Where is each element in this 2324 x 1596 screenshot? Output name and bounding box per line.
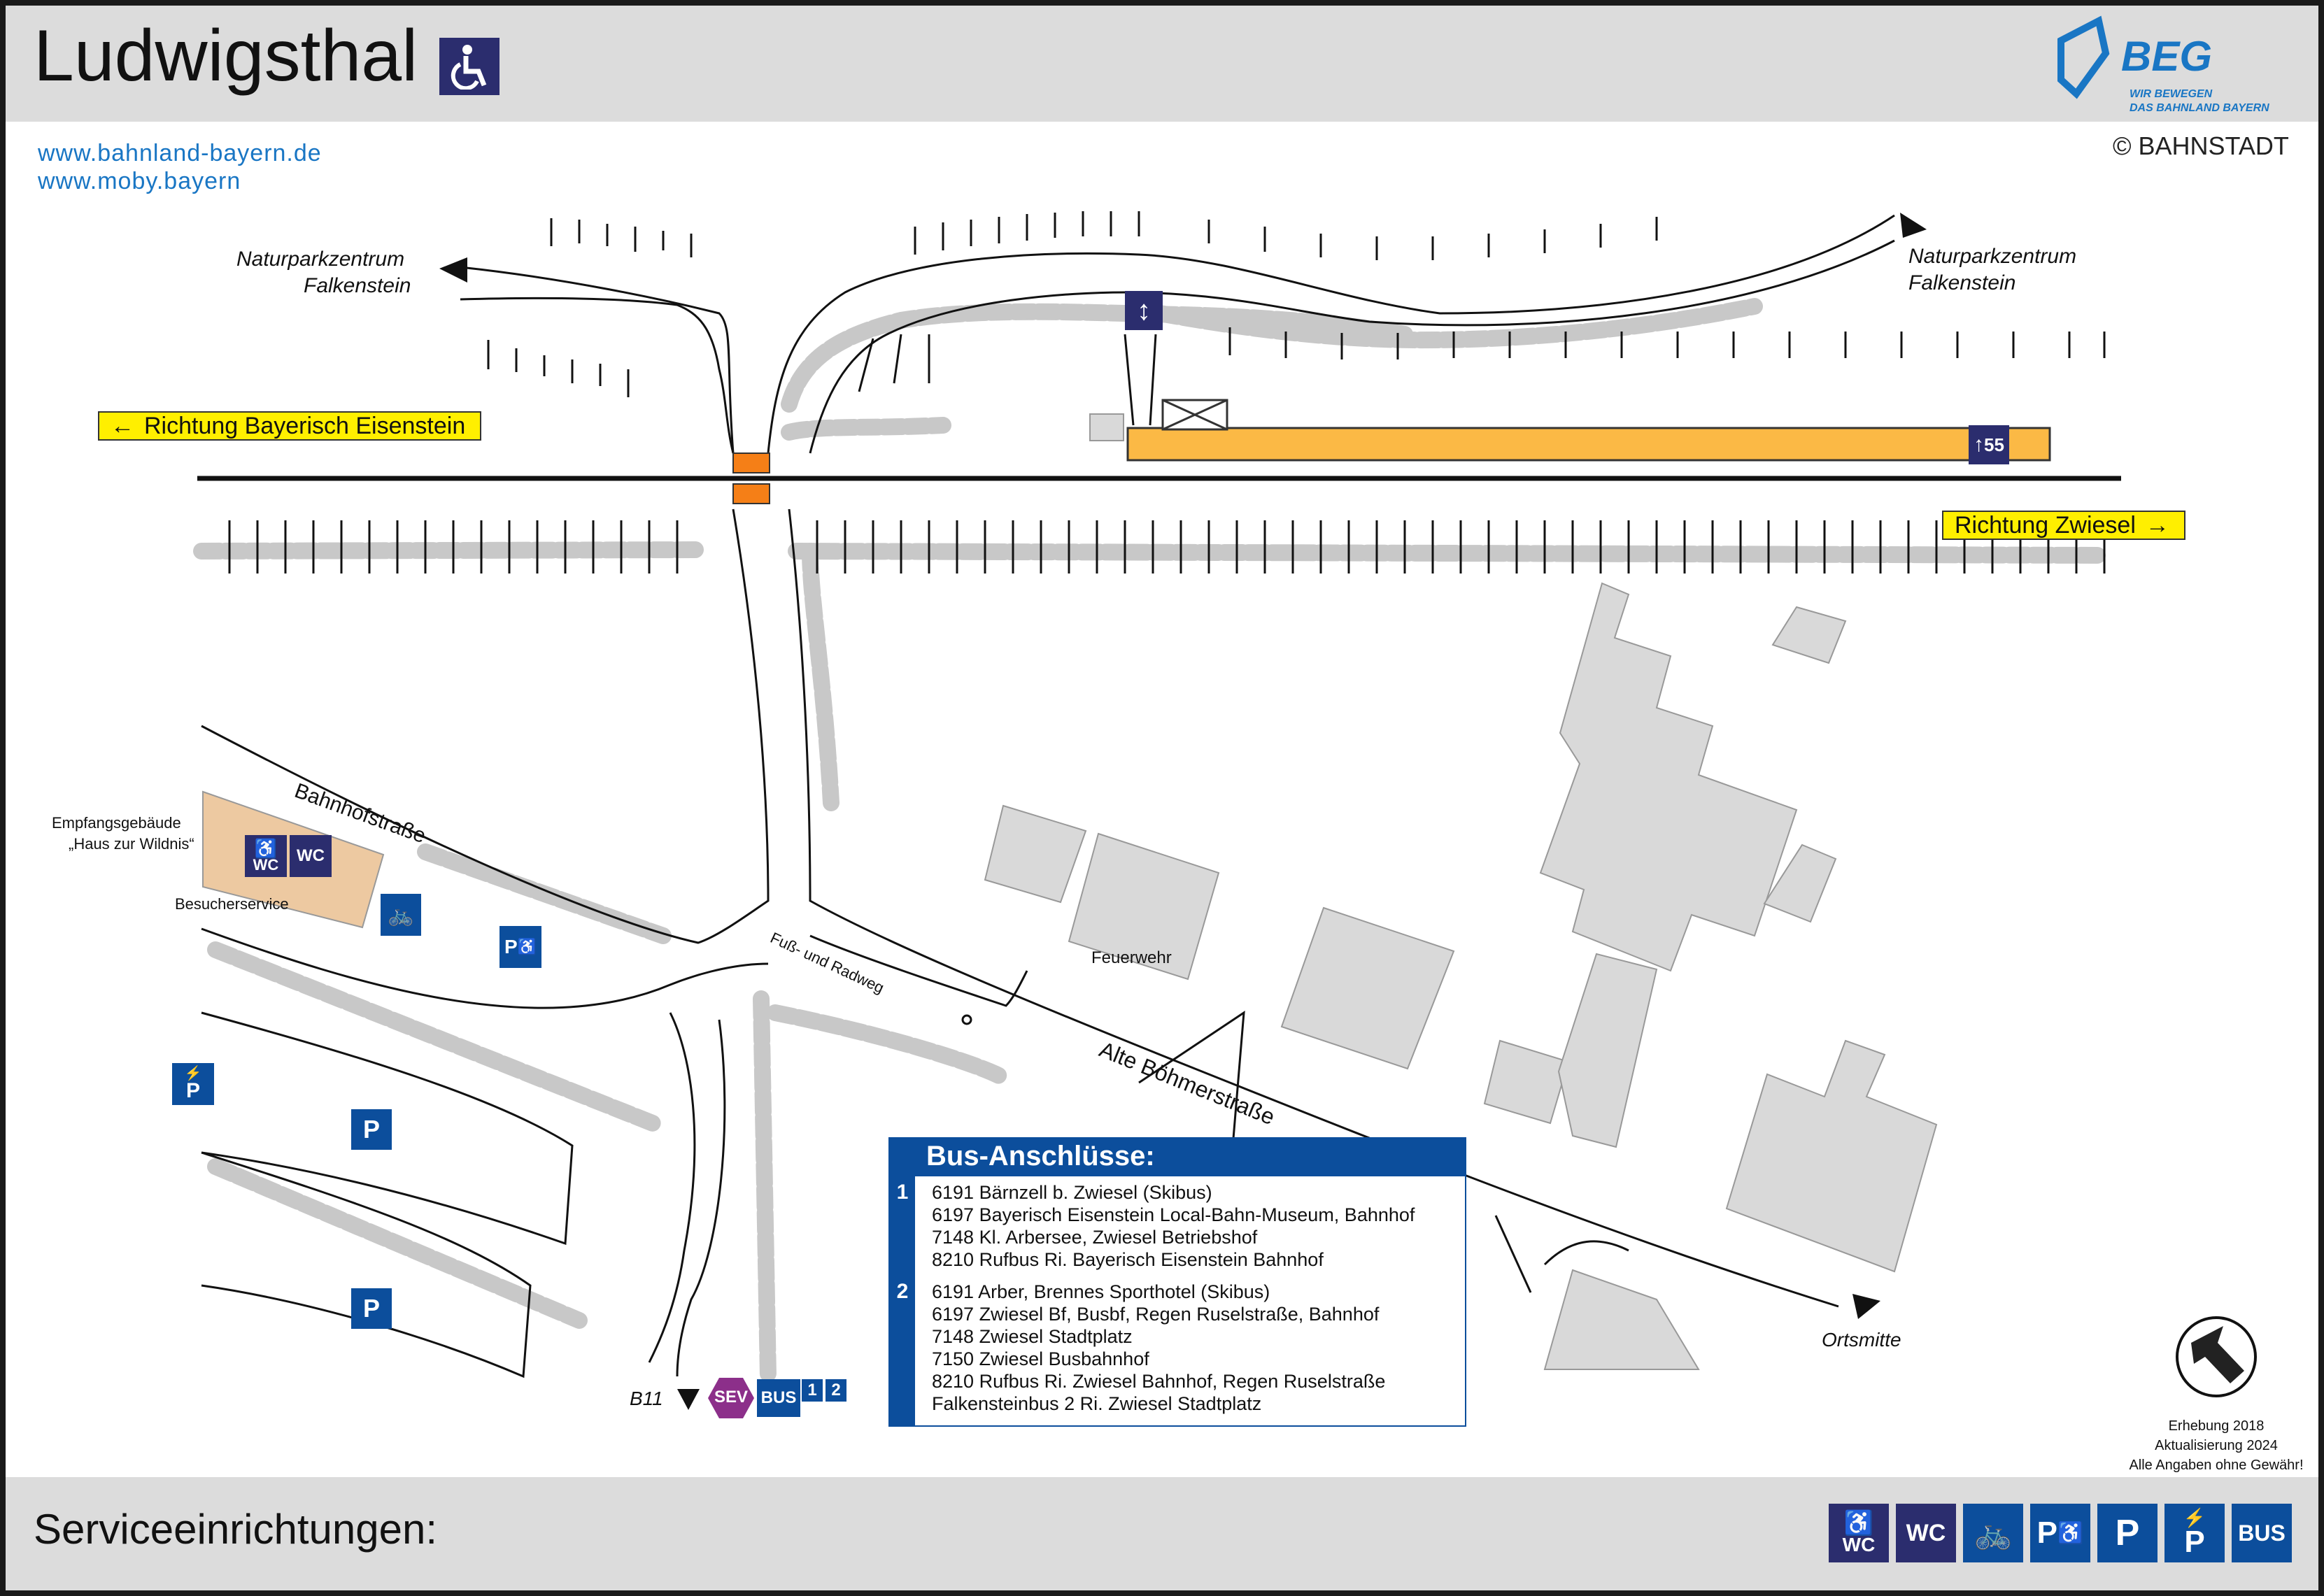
parking-text: P [2036, 1516, 2057, 1550]
wc-text: WC [253, 856, 279, 874]
copyright: © BAHNSTADT [2113, 131, 2289, 160]
bus-stop-icon: BUS [757, 1379, 800, 1417]
bus-group-2-number: 2 [896, 1280, 909, 1303]
parking-icon: P [2097, 1504, 2158, 1562]
bus-line: 7148 Zwiesel Stadtplatz [932, 1326, 1133, 1347]
arrow-left-icon: ← [111, 412, 134, 439]
direction-left-label: Richtung Bayerisch Eisenstein [144, 412, 466, 439]
bus-line: 8210 Rufbus Ri. Zwiesel Bahnhof, Regen R… [932, 1371, 1386, 1392]
ev-charging-parking-icon: ⚡P [172, 1063, 214, 1105]
arrow-ortsmitte-icon [1852, 1294, 1880, 1319]
wc-text: WC [1906, 1519, 1946, 1546]
slope-ticks [487, 211, 2106, 397]
update-year: Aktualisierung 2024 [2155, 1438, 2278, 1453]
fire-station-label: Feuerwehr [1091, 948, 1172, 967]
bus-line: 6197 Bayerisch Eisenstein Local-Bahn-Mus… [932, 1204, 1415, 1225]
platform-height-sign: ↑55 [1969, 425, 2009, 464]
bus-group-1-number: 1 [896, 1181, 909, 1204]
parking-text: P [2115, 1513, 2140, 1553]
reception-building-label-1: Empfangsgebäude [52, 814, 181, 832]
accessible-parking-icon: P♿ [2030, 1504, 2090, 1562]
bus-line: Falkensteinbus 2 Ri. Zwiesel Stadtplatz [932, 1393, 1262, 1414]
direction-sign-right: Richtung Zwiesel → [1942, 511, 2185, 540]
brand-tagline-1: WIR BEWEGEN [2130, 88, 2213, 100]
dest-left-1: Naturparkzentrum [236, 248, 405, 271]
direction-sign-left: ← Richtung Bayerisch Eisenstein [98, 411, 481, 441]
bus-connections-title: Bus-Anschlüsse: [888, 1137, 1466, 1175]
bus-stop-1-text: 1 [807, 1381, 817, 1399]
level-crossing-north [732, 453, 770, 473]
wc-icon: WC [290, 835, 332, 877]
survey-year: Erhebung 2018 [2168, 1418, 2265, 1434]
bus-text: BUS [760, 1388, 797, 1407]
accessible-wc-icon: ♿WC [245, 835, 287, 877]
footer-bar: Serviceeinrichtungen: ♿WC WC 🚲 P♿ P ⚡P B… [6, 1477, 2318, 1590]
bus-stop-2-badge: 2 [826, 1379, 846, 1402]
arrow-up-icon: ↑ [1974, 433, 1985, 456]
arrow-right-icon [1900, 213, 1927, 238]
bus-text: BUS [2238, 1520, 2286, 1546]
wheelchair-icon [439, 38, 499, 95]
reception-building-label-2: „Haus zur Wildnis“ [69, 835, 194, 853]
ev-charging-parking-icon: ⚡P [2164, 1504, 2225, 1562]
accessible-wc-icon: ♿WC [1829, 1504, 1889, 1562]
url-moby[interactable]: www.moby.bayern [38, 168, 241, 194]
service-title: Serviceeinrichtungen: [34, 1506, 438, 1553]
bus-connections-list: 1 2 6191 Bärnzell b. Zwiesel (Skibus) 61… [888, 1175, 1466, 1427]
wc-text: WC [1842, 1534, 1876, 1555]
level-crossing-south [732, 483, 770, 504]
url-bahnland[interactable]: www.bahnland-bayern.de [38, 140, 322, 166]
disclaimer: Alle Angaben ohne Gewähr! [2129, 1458, 2304, 1473]
dest-left-2: Falkenstein [304, 274, 411, 297]
platform [1126, 427, 2051, 462]
parking-text: P [2184, 1525, 2205, 1559]
bus-line: 8210 Rufbus Ri. Bayerisch Eisenstein Bah… [932, 1249, 1324, 1270]
bus-line: 6197 Zwiesel Bf, Busbf, Regen Ruselstraß… [932, 1304, 1380, 1325]
bus-line: 6191 Arber, Brennes Sporthotel (Skibus) [932, 1281, 1270, 1302]
bus-line: 7150 Zwiesel Busbahnhof [932, 1348, 1149, 1369]
dest-right-2: Falkenstein [1908, 271, 2016, 294]
north-compass-icon [2176, 1316, 2257, 1397]
arrow-right-icon: → [2145, 511, 2169, 539]
parking-text: P [504, 936, 518, 957]
beg-logo-icon [2057, 15, 2110, 99]
arrow-left-icon [439, 257, 467, 283]
parking-text: P [362, 1115, 380, 1143]
brand-tagline-2: DAS BAHNLAND BAYERN [2130, 102, 2269, 114]
visitor-service-label: Besucherservice [175, 895, 289, 913]
parking-text: P [185, 1079, 200, 1102]
slope-ticks-row [228, 520, 2106, 573]
platform-height-label: 55 [1984, 434, 2004, 455]
header-bar: Ludwigsthal BEG WIR BEWEGEN DAS BAHNLAND… [6, 6, 2318, 122]
sev-label: SEV [714, 1388, 749, 1406]
bus-stop-2-text: 2 [831, 1381, 841, 1399]
accessible-parking-icon: P♿ [499, 926, 541, 968]
wc-text: WC [297, 846, 325, 865]
roads [201, 214, 1895, 1378]
platform-access-icon: ↕ [1125, 291, 1163, 330]
road-b11-label: B11 [630, 1388, 663, 1409]
bus-connections-panel: Bus-Anschlüsse: 1 2 6191 Bärnzell b. Zwi… [888, 1137, 1466, 1427]
bus-stop-strip: 1 2 [890, 1176, 915, 1425]
bus-icon: BUS [2232, 1504, 2292, 1562]
direction-right-label: Richtung Zwiesel [1955, 511, 2136, 539]
town-centre-label: Ortsmitte [1822, 1329, 1901, 1351]
bus-line: 6191 Bärnzell b. Zwiesel (Skibus) [932, 1182, 1212, 1203]
bicycle-parking-icon: 🚲 [381, 894, 421, 936]
parking-text: P [362, 1294, 380, 1323]
brand-name: BEG [2121, 33, 2213, 80]
parking-icon: P [351, 1288, 392, 1329]
dest-right-1: Naturparkzentrum [1908, 245, 2077, 268]
bus-stop-1-badge: 1 [802, 1379, 823, 1402]
bus-line: 7148 Kl. Arbersee, Zwiesel Betriebshof [932, 1227, 1258, 1248]
parking-icon: P [351, 1109, 392, 1150]
bicycle-parking-icon: 🚲 [1963, 1504, 2023, 1562]
sev-icon [708, 1378, 754, 1418]
arrow-b11-icon [677, 1389, 700, 1410]
station-title: Ludwigsthal [34, 15, 418, 97]
wc-icon: WC [1896, 1504, 1956, 1562]
